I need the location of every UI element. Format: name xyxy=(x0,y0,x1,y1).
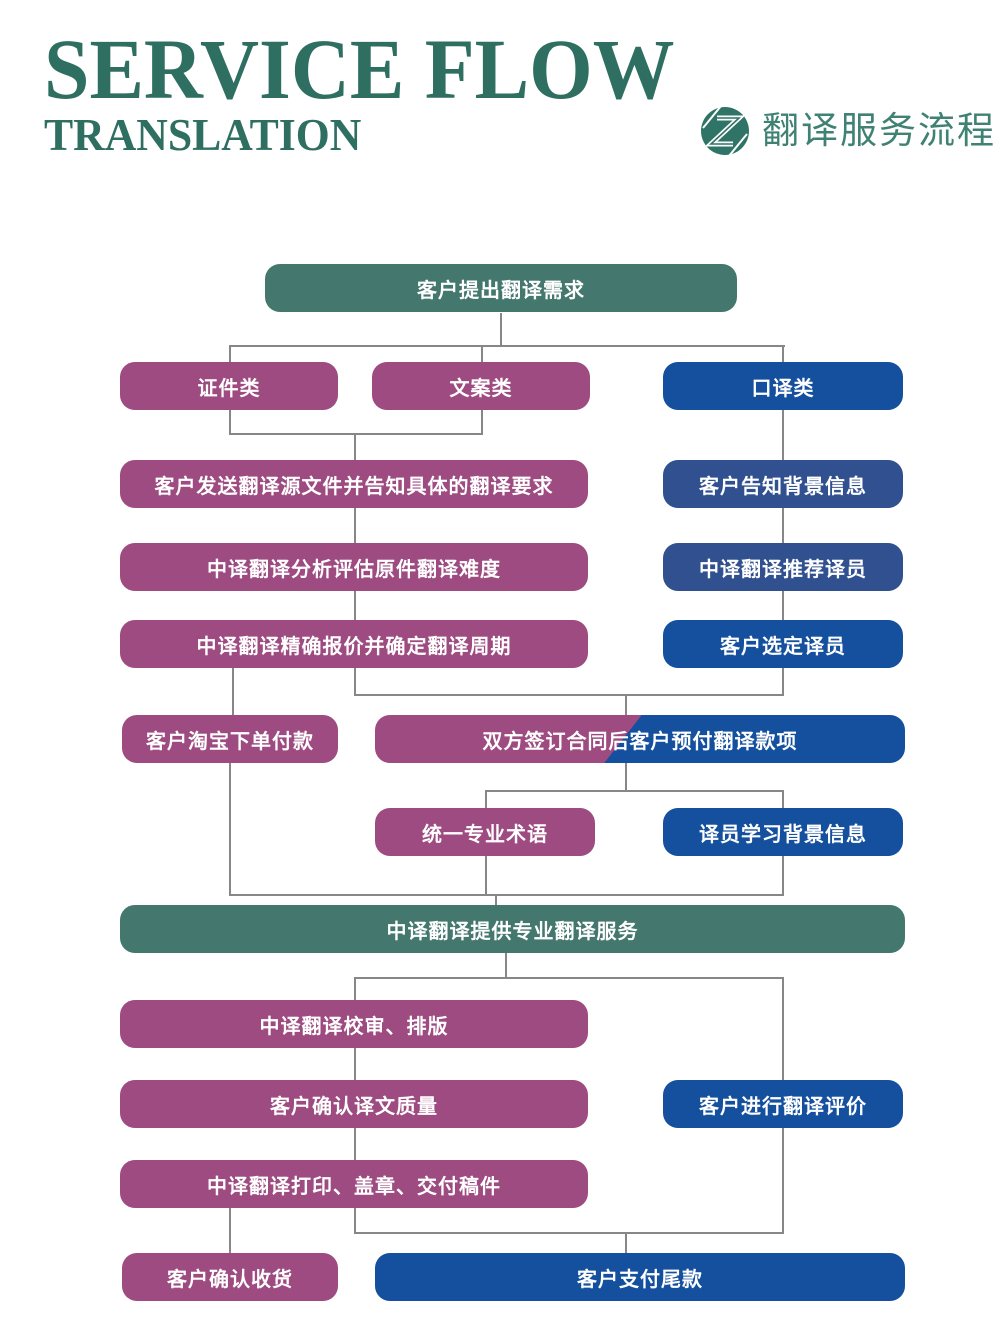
connector-line xyxy=(354,433,356,460)
connector-line xyxy=(481,408,483,433)
connector-line xyxy=(354,1128,356,1160)
page-subtitle: TRANSLATION xyxy=(44,109,362,160)
flow-node-sign-contract-prepay: 双方签订合同后客户预付翻译款项 xyxy=(375,715,905,763)
connector-line xyxy=(495,894,497,905)
brand-tagline: 翻译服务流程 xyxy=(762,109,996,151)
connector-line xyxy=(229,345,785,347)
connector-line xyxy=(782,345,784,362)
connector-line xyxy=(229,408,231,433)
flow-node-certificate-type: 证件类 xyxy=(120,362,338,410)
connector-line xyxy=(481,345,483,362)
flow-node-confirm-quality: 客户确认译文质量 xyxy=(120,1080,588,1128)
flow-node-recommend-translator: 中译翻译推荐译员 xyxy=(663,543,903,591)
brand-block: 翻译服务流程 xyxy=(698,105,996,157)
connector-line xyxy=(354,977,356,1000)
connector-line xyxy=(232,666,234,715)
flow-node-quote-and-schedule: 中译翻译精确报价并确定翻译周期 xyxy=(120,620,588,668)
connector-line xyxy=(782,408,784,460)
connector-line xyxy=(485,856,487,894)
connector-line xyxy=(229,1208,231,1253)
page-title: SERVICE FLOW xyxy=(44,21,675,117)
connector-line xyxy=(229,345,231,362)
connector-line xyxy=(782,977,784,1080)
connector-line xyxy=(782,856,784,894)
flow-node-proofread-typeset: 中译翻译校审、排版 xyxy=(120,1000,588,1048)
flow-node-translator-learn-background: 译员学习背景信息 xyxy=(663,808,903,856)
connector-line xyxy=(625,694,627,715)
connector-line xyxy=(485,790,487,808)
connector-line xyxy=(782,666,784,694)
connector-line xyxy=(354,1232,784,1234)
connector-line xyxy=(782,1128,784,1232)
flow-node-pay-balance: 客户支付尾款 xyxy=(375,1253,905,1301)
connector-line xyxy=(229,433,483,435)
connector-line xyxy=(782,790,784,808)
connector-line xyxy=(354,1208,356,1232)
connector-line xyxy=(782,589,784,620)
connector-line xyxy=(625,1232,627,1253)
connector-line xyxy=(505,953,507,977)
connector-line xyxy=(229,894,784,896)
connector-line xyxy=(782,506,784,543)
flow-node-interpretation-type: 口译类 xyxy=(663,362,903,410)
connector-line xyxy=(354,589,356,620)
connector-line xyxy=(625,763,627,790)
flow-node-select-translator: 客户选定译员 xyxy=(663,620,903,668)
flow-node-confirm-receipt: 客户确认收货 xyxy=(122,1253,338,1301)
flow-node-inform-background: 客户告知背景信息 xyxy=(663,460,903,508)
connector-line xyxy=(485,790,784,792)
flow-node-assess-difficulty: 中译翻译分析评估原件翻译难度 xyxy=(120,543,588,591)
connector-line xyxy=(500,313,502,345)
connector-line xyxy=(354,1048,356,1080)
flow-node-evaluate-translation: 客户进行翻译评价 xyxy=(663,1080,903,1128)
flow-node-translation-request: 客户提出翻译需求 xyxy=(265,264,737,312)
flow-node-taobao-payment: 客户淘宝下单付款 xyxy=(122,715,338,763)
flow-node-provide-translation-service: 中译翻译提供专业翻译服务 xyxy=(120,905,905,953)
connector-line xyxy=(354,506,356,543)
connector-line xyxy=(354,666,356,694)
connector-line xyxy=(354,694,784,696)
flow-node-unify-terminology: 统一专业术语 xyxy=(375,808,595,856)
flow-node-print-stamp-deliver: 中译翻译打印、盖章、交付稿件 xyxy=(120,1160,588,1208)
flow-node-send-source-files: 客户发送翻译源文件并告知具体的翻译要求 xyxy=(120,460,588,508)
flow-node-copywriting-type: 文案类 xyxy=(372,362,590,410)
zy-brand-emblem-icon xyxy=(698,105,752,157)
connector-line xyxy=(354,977,784,979)
connector-line xyxy=(229,763,231,894)
